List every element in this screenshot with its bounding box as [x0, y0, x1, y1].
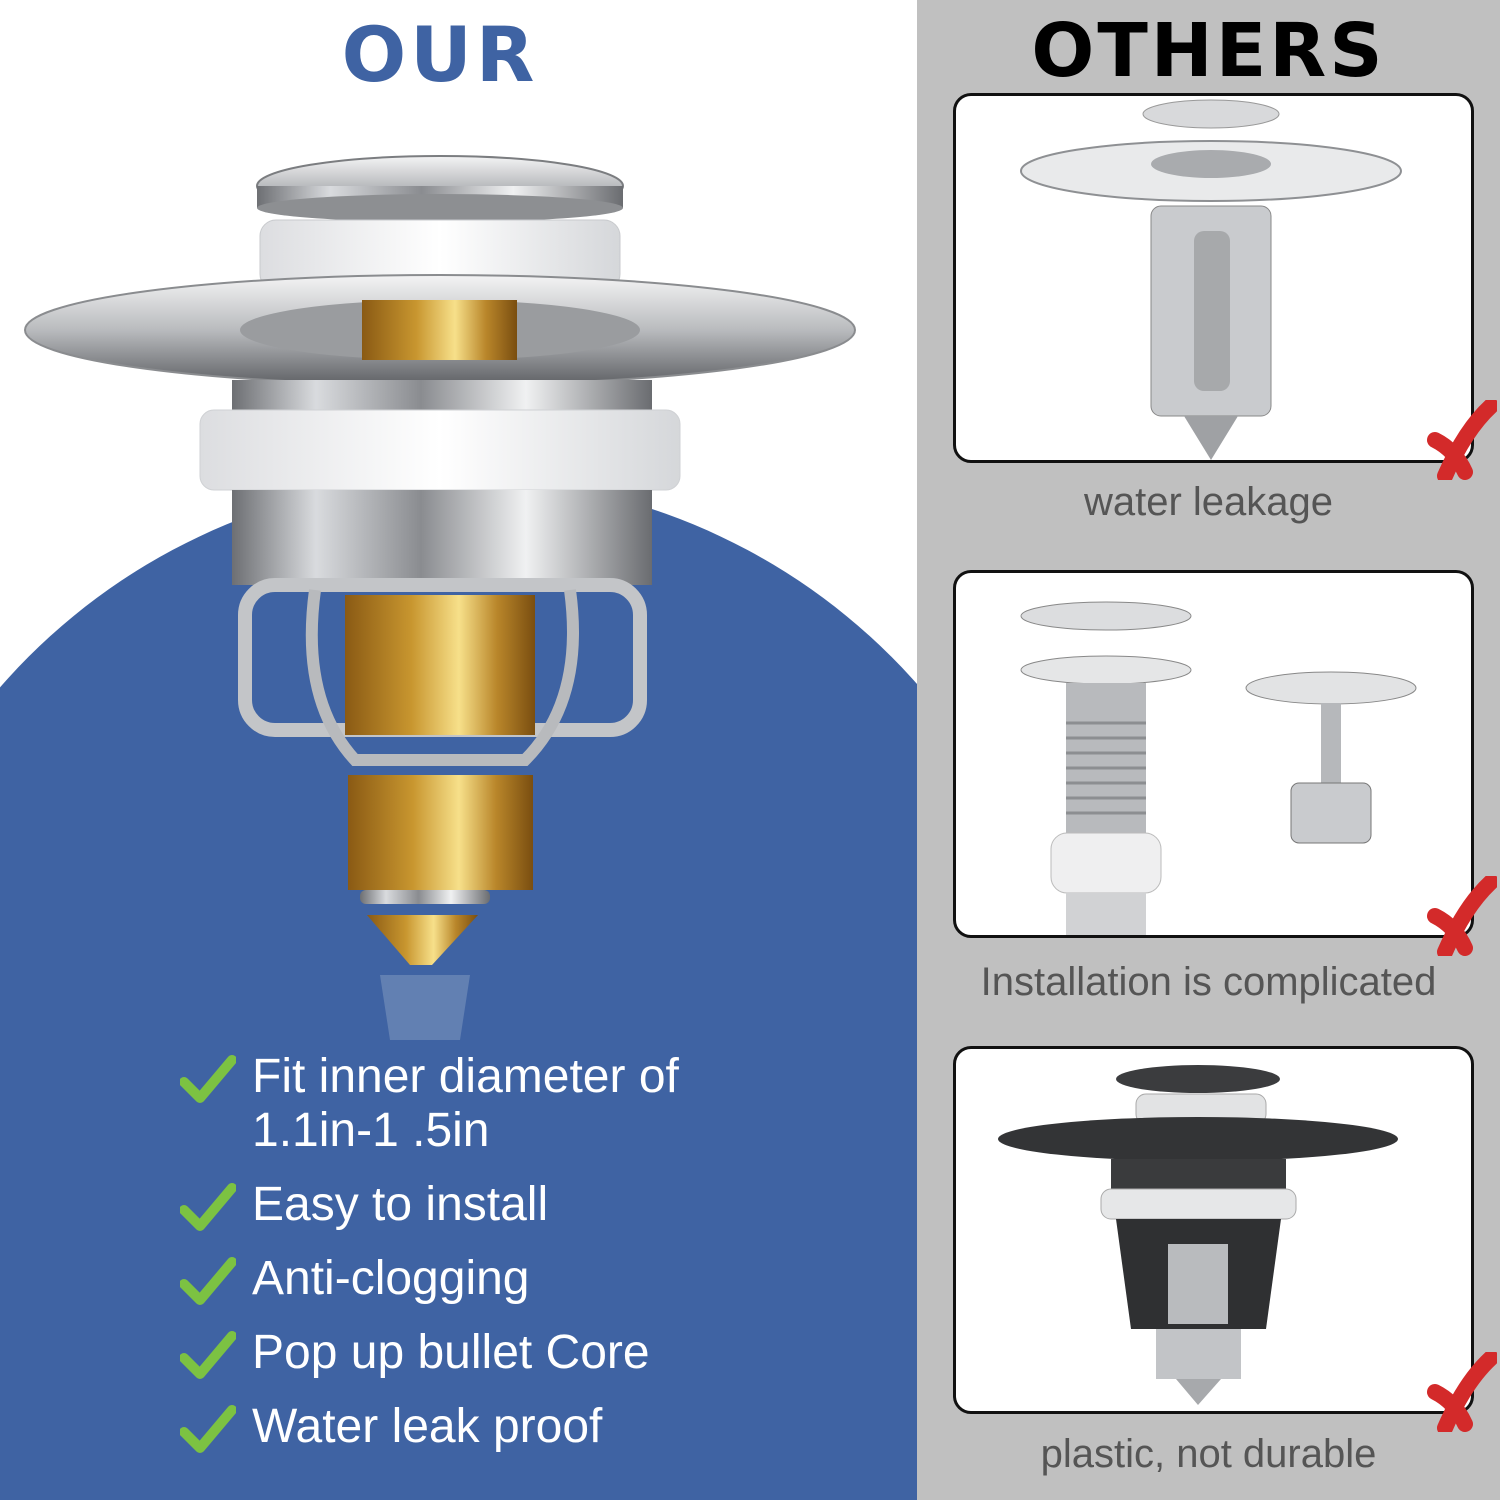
cross-icon: [1427, 1352, 1497, 1432]
cross-icon: [1427, 876, 1497, 956]
feature-item: Easy to install: [180, 1178, 772, 1232]
our-product-section: OUR: [0, 10, 917, 1500]
check-icon: [180, 1183, 236, 1231]
feature-text: Anti-clogging: [252, 1252, 530, 1305]
others-section: OTHERS water leakage Installation is com…: [917, 0, 1500, 1500]
others-title: OTHERS: [1031, 8, 1386, 94]
black-plastic-drain-stopper-image: [998, 1065, 1398, 1405]
others-image-panel-2: [953, 570, 1474, 938]
feature-text: Easy to install: [252, 1178, 549, 1231]
cross-icon: [1427, 400, 1497, 480]
threaded-drain-with-basket-stopper-image: [1020, 601, 1417, 935]
others-caption-2: Installation is complicated: [980, 960, 1437, 1004]
wet-steel-drain-stopper-image: [1020, 99, 1402, 460]
check-icon: [180, 1055, 236, 1103]
others-caption-3: plastic, not durable: [1040, 1432, 1377, 1476]
check-icon: [180, 1405, 236, 1453]
others-image-panel-1: [953, 93, 1474, 463]
others-image-panel-3: [953, 1046, 1474, 1414]
feature-item: Pop up bullet Core: [180, 1326, 772, 1380]
our-title: OUR: [341, 10, 539, 99]
feature-item: Water leak proof: [180, 1400, 772, 1454]
feature-list: Fit inner diameter of 1.1in-1 .5in Easy …: [180, 1050, 772, 1474]
feature-text: Water leak proof: [252, 1400, 603, 1453]
feature-item: Anti-clogging: [180, 1252, 772, 1306]
feature-text: Pop up bullet Core: [252, 1326, 650, 1379]
check-icon: [180, 1257, 236, 1305]
check-icon: [180, 1331, 236, 1379]
feature-text: Fit inner diameter of 1.1in-1 .5in: [252, 1050, 679, 1157]
feature-item: Fit inner diameter of 1.1in-1 .5in: [180, 1050, 772, 1158]
others-caption-1: water leakage: [1083, 480, 1334, 524]
drain-stopper-product-image: [24, 155, 856, 1040]
